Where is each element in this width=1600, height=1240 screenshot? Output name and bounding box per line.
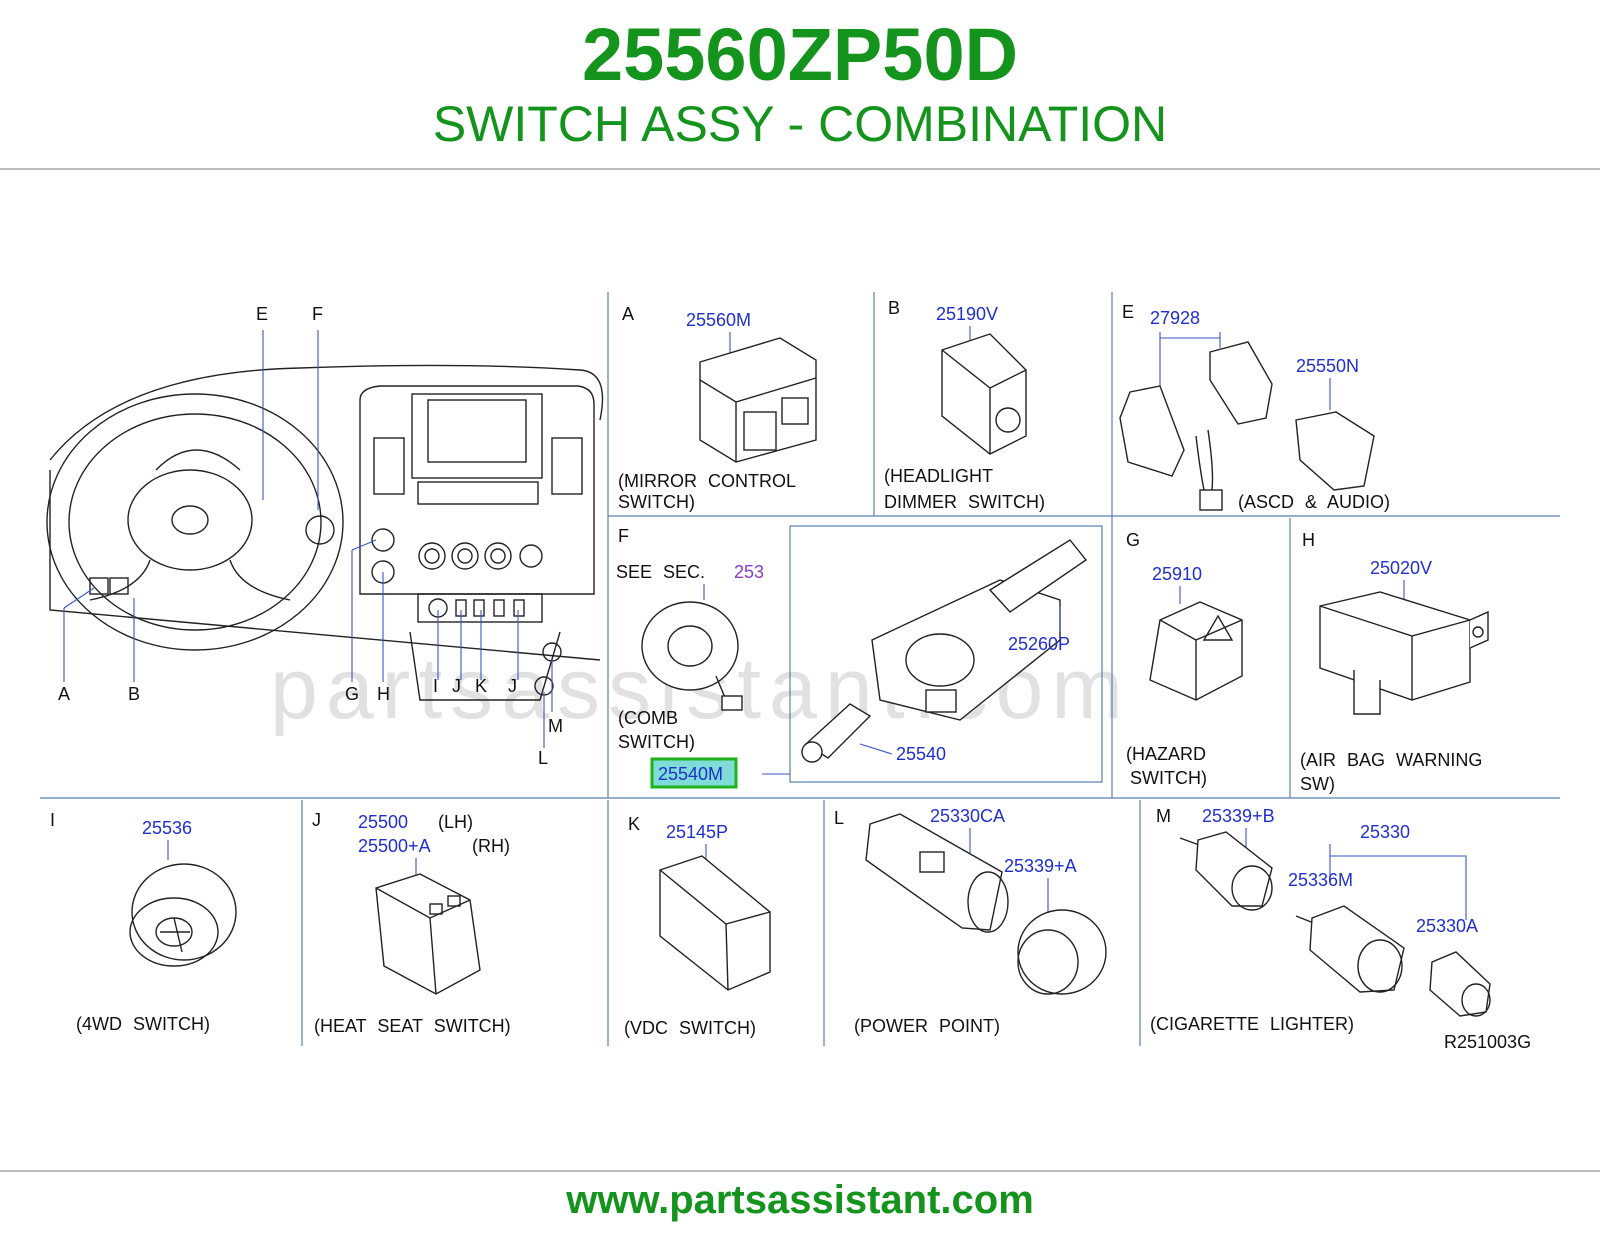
highlighted-part[interactable] [650,757,738,789]
part-number-label: 25260P [1008,634,1070,654]
cell-K-vdc: K 25145P (VDC SWITCH) [624,814,771,1038]
callout-I: I [433,676,438,696]
part-number-label: 25330 [1360,822,1410,842]
diagram-grid [40,292,1560,1046]
callout-G: G [345,684,359,704]
callout-M: M [548,716,563,736]
label-cells-K-caption_1: (VDC SWITCH) [624,1018,756,1038]
callout-B: B [128,684,140,704]
label-cells-B-caption_2: DIMMER SWITCH) [884,492,1045,512]
label-cells-H-caption_2: SW) [1300,774,1335,794]
label-cells-B-letter: B [888,298,900,318]
cell-A-mirror-control: A 25560M (MIRROR CONTROL SWITCH) [618,304,817,512]
label-cells-A-caption_2: SWITCH) [618,492,695,512]
label-cells-J-sides-1: (RH) [472,836,510,856]
part-number-label: 25540 [896,744,946,764]
label-cells-J-caption_1: (HEAT SEAT SWITCH) [314,1016,511,1036]
callout-A: A [58,684,70,704]
part-number-label: 25536 [142,818,192,838]
label-cells-I-letter: I [50,810,55,830]
footer-divider [0,1170,1600,1172]
part-number-label: 25500 [358,812,408,832]
cell-J-heat-seat: J 25500 (LH) 25500+A (RH) (HEAT SEAT SWI… [312,810,511,1036]
part-number-label: 25540M [658,764,723,784]
part-number-label: 25020V [1370,558,1432,578]
label-cells-L-caption_1: (POWER POINT) [854,1016,1000,1036]
label-cells-I-caption_1: (4WD SWITCH) [76,1014,210,1034]
part-number-label: 25336M [1288,870,1353,890]
label-cells-E-caption_1: (ASCD & AUDIO) [1238,492,1390,512]
label-cells-M-letter: M [1156,806,1171,826]
part-number-label: 27928 [1150,308,1200,328]
cell-L-power-point: L 25330CA 25339+A (POWER POINT) [834,806,1107,1036]
cell-M-cigarette-lighter: M 25339+B 25330 25336M 25330A (CIGARETTE… [1150,806,1531,1052]
cell-I-4wd: I 25536 (4WD SWITCH) [50,810,237,1034]
page-header: 25560ZP50D SWITCH ASSY - COMBINATION [0,0,1600,170]
part-number-label: 25910 [1152,564,1202,584]
label-cells-M-caption_1: (CIGARETTE LIGHTER) [1150,1014,1354,1034]
site-url[interactable]: www.partsassistant.com [566,1178,1034,1222]
label-cells-H-caption_1: (AIR BAG WARNING [1300,750,1482,770]
cell-H-airbag-warning: H 25020V (AIR BAG WARNING SW) [1300,530,1489,794]
callout-F: F [312,304,323,324]
label-cells-B-caption_1: (HEADLIGHT [884,466,993,486]
part-number-label: 25339+A [1004,856,1077,876]
part-number-label: 25190V [936,304,998,324]
overview-callout-letters: E F A B G H I J K J M L [58,304,563,768]
callout-J2: J [508,676,517,696]
cell-B-headlight-dimmer: B 25190V (HEADLIGHT DIMMER SWITCH) [884,298,1045,512]
label-cells-L-letter: L [834,808,844,828]
callout-H: H [377,684,390,704]
part-number-label: 25330A [1416,916,1478,936]
part-name-subtitle: SWITCH ASSY - COMBINATION [432,96,1168,152]
callout-K: K [475,676,487,696]
label-cells-F-see: SEE SEC. [616,562,705,582]
part-number-label: 25330CA [930,806,1005,826]
label-cells-H-letter: H [1302,530,1315,550]
cell-F-comb-switch: F SEE SEC. 253 (COMB SWITCH) 25540M 2526… [616,526,1088,789]
label-cells-A-letter: A [622,304,634,324]
callout-E: E [256,304,268,324]
callout-L: L [538,748,548,768]
header-divider [0,168,1600,170]
part-number-label: 25500+A [358,836,431,856]
label-cells-F-see_ref: 253 [734,562,764,582]
callout-J: J [452,676,461,696]
part-number-title: 25560ZP50D [581,13,1019,96]
part-number-label: 25339+B [1202,806,1275,826]
part-number-label: 25550N [1296,356,1359,376]
label-cells-J-sides-0: (LH) [438,812,473,832]
dashboard-overview [46,364,604,701]
overview-leader-lines [63,330,553,748]
label-cells-G-caption_1: (HAZARD [1126,744,1206,764]
label-cells-E-letter: E [1122,302,1134,322]
label-cells-A-caption_1: (MIRROR CONTROL [618,471,796,491]
label-cells-G-caption_2: SWITCH) [1130,768,1207,788]
part-number-label: 25560M [686,310,751,330]
label-cells-F-caption_2: SWITCH) [618,732,695,752]
cell-G-hazard: G 25910 (HAZARD SWITCH) [1126,530,1243,788]
label-cells-J-letter: J [312,810,321,830]
diagram-reference: R251003G [1444,1032,1531,1052]
cell-E-ascd-audio: E 27928 25550N (ASCD & AUDIO) [1119,302,1390,512]
label-cells-G-letter: G [1126,530,1140,550]
label-cells-F-caption_1: (COMB [618,708,678,728]
label-cells-F-letter: F [618,526,629,546]
label-cells-K-letter: K [628,814,640,834]
part-number-label: 25145P [666,822,728,842]
